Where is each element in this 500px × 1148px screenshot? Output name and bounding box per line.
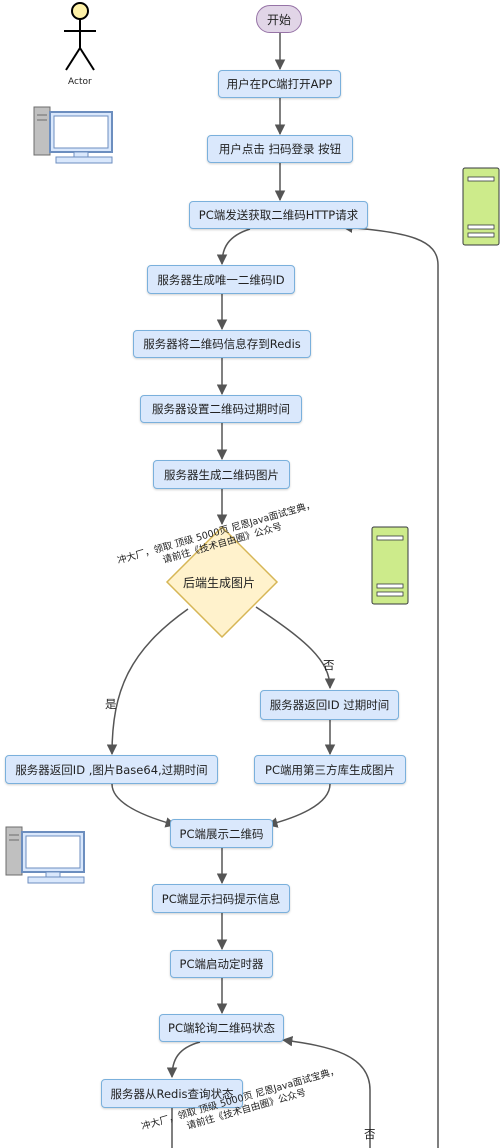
server-icon — [371, 526, 409, 605]
actor-label: Actor — [68, 77, 92, 87]
edge-base64-show — [111, 783, 177, 828]
edge-send-genid — [216, 228, 251, 266]
step-query-redis[interactable]: 服务器从Redis查询状态 — [101, 1079, 243, 1108]
edge-poll-query — [166, 1041, 201, 1079]
step-click-login[interactable]: 用户点击 扫码登录 按钮 — [207, 135, 353, 163]
start-node[interactable]: 开始 — [256, 5, 302, 33]
decision-diamond — [165, 525, 279, 639]
step-send-request[interactable]: PC端发送获取二维码HTTP请求 — [189, 201, 368, 229]
step-start-timer[interactable]: PC端启动定时器 — [170, 950, 273, 978]
edge-decision-yes — [106, 608, 189, 756]
edge-loop-poll — [281, 1035, 371, 1148]
step-open-app[interactable]: 用户在PC端打开APP — [218, 70, 341, 98]
edge-label-no: 否 — [323, 658, 335, 672]
step-third-party[interactable]: PC端用第三方库生成图片 — [254, 755, 406, 784]
edge-loop-request — [341, 222, 439, 1148]
step-gen-image[interactable]: 服务器生成二维码图片 — [153, 460, 290, 489]
step-return-id[interactable]: 服务器返回ID 过期时间 — [260, 690, 399, 720]
actor-icon — [64, 2, 96, 71]
step-poll-status[interactable]: PC端轮询二维码状态 — [159, 1014, 284, 1042]
pc-monitor-icon — [5, 826, 85, 884]
step-save-redis[interactable]: 服务器将二维码信息存到Redis — [133, 330, 311, 358]
step-show-tip[interactable]: PC端显示扫码提示信息 — [152, 884, 290, 913]
edge-label-no-loop: 否 — [364, 1127, 376, 1141]
edge-decision-no — [255, 606, 336, 690]
server-icon — [462, 167, 500, 246]
edge-third-show — [266, 783, 331, 828]
pc-monitor-icon — [33, 106, 113, 164]
step-return-base64[interactable]: 服务器返回ID ,图片Base64,过期时间 — [5, 755, 218, 784]
edge-label-yes: 是 — [105, 697, 117, 711]
step-gen-id[interactable]: 服务器生成唯一二维码ID — [147, 265, 295, 294]
decision-label: 后端生成图片 — [183, 576, 256, 590]
step-show-qr[interactable]: PC端展示二维码 — [170, 819, 273, 848]
step-set-expire[interactable]: 服务器设置二维码过期时间 — [140, 395, 302, 423]
